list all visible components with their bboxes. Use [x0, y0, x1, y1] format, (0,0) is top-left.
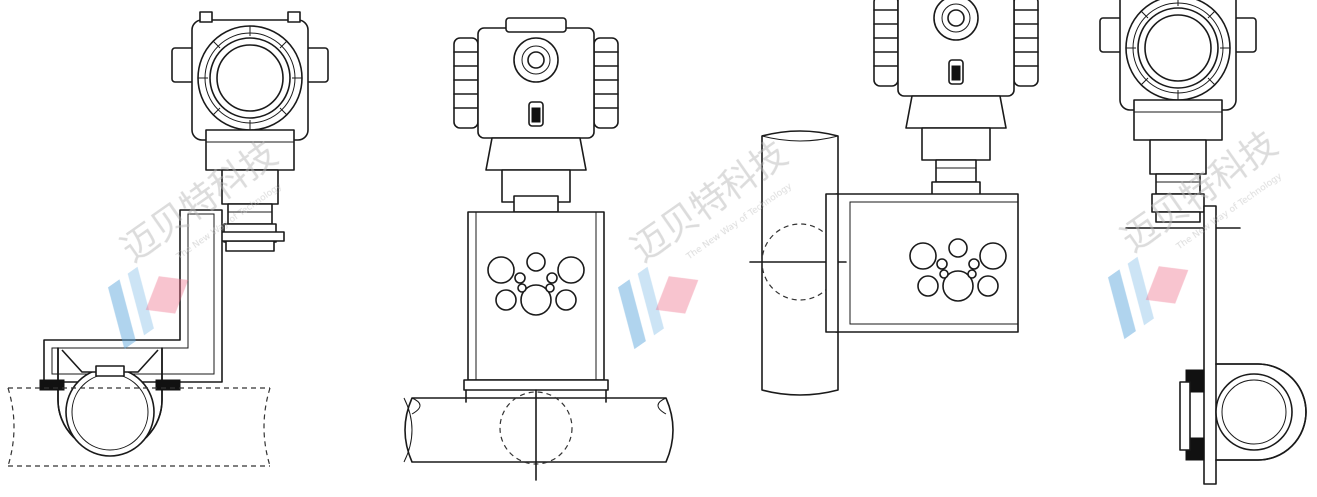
figure-side-view-horizontal-pipe [7, 11, 329, 467]
transmitter-head [873, 0, 1039, 199]
figure-front-view-vertical-pipe [749, 0, 1039, 396]
figure-side-view-vertical-pipe [1099, 0, 1307, 485]
figure-front-view-horizontal-pipe [403, 17, 674, 481]
